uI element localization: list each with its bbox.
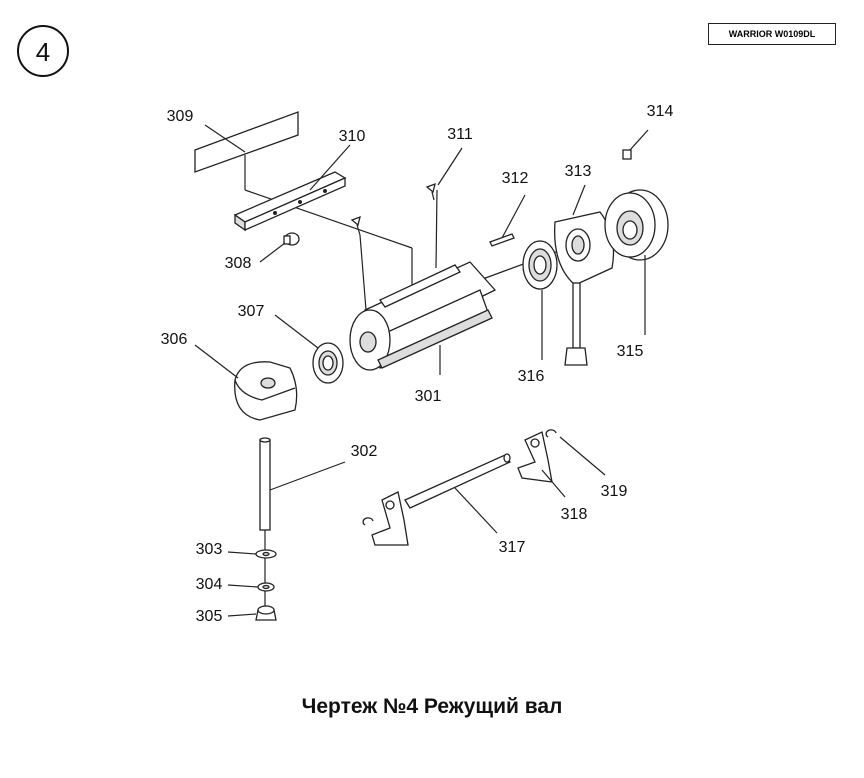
label-306: 306 (161, 331, 188, 348)
svg-text:4: 4 (36, 37, 50, 67)
part-317-rod (404, 453, 511, 509)
part-306-bearing-housing (234, 361, 298, 421)
part-315-pulley (604, 189, 669, 261)
label-308: 308 (225, 255, 252, 272)
leader-lines (194, 124, 649, 617)
part-302-pin (259, 437, 271, 612)
part-316-bearing (522, 240, 558, 290)
model-label: WARRIOR W0109DL (708, 23, 836, 45)
part-308-screw (283, 232, 300, 246)
part-313-bearing-housing (554, 211, 615, 366)
label-314: 314 (647, 103, 674, 120)
label-303: 303 (196, 541, 223, 558)
part-311-screws (350, 182, 436, 311)
label-311: 311 (447, 126, 473, 143)
part-312-key (489, 233, 515, 247)
label-315: 315 (617, 343, 644, 360)
label-309: 309 (167, 108, 194, 125)
label-304: 304 (196, 576, 223, 593)
part-307-bearing (312, 342, 344, 384)
label-310: 310 (339, 128, 366, 145)
part-318-brackets (371, 431, 553, 546)
label-305: 305 (196, 608, 223, 625)
label-318: 318 (561, 506, 588, 523)
label-317: 317 (499, 539, 526, 556)
label-313: 313 (565, 163, 592, 180)
label-301: 301 (415, 388, 442, 405)
part-303-washer (255, 549, 277, 559)
part-305-nut (255, 605, 277, 621)
part-304-washer (257, 582, 275, 592)
part-310-knife-bar (233, 171, 347, 232)
drawing-caption: Чертеж №4 Режущий вал (301, 695, 563, 718)
label-302: 302 (351, 443, 378, 460)
label-319: 319 (601, 483, 628, 500)
label-316: 316 (518, 368, 545, 385)
page-number-badge: 4 (17, 25, 69, 77)
part-314-set-screw (622, 149, 632, 160)
part-319-clips (362, 429, 557, 526)
label-312: 312 (502, 170, 529, 187)
label-307: 307 (238, 303, 265, 320)
